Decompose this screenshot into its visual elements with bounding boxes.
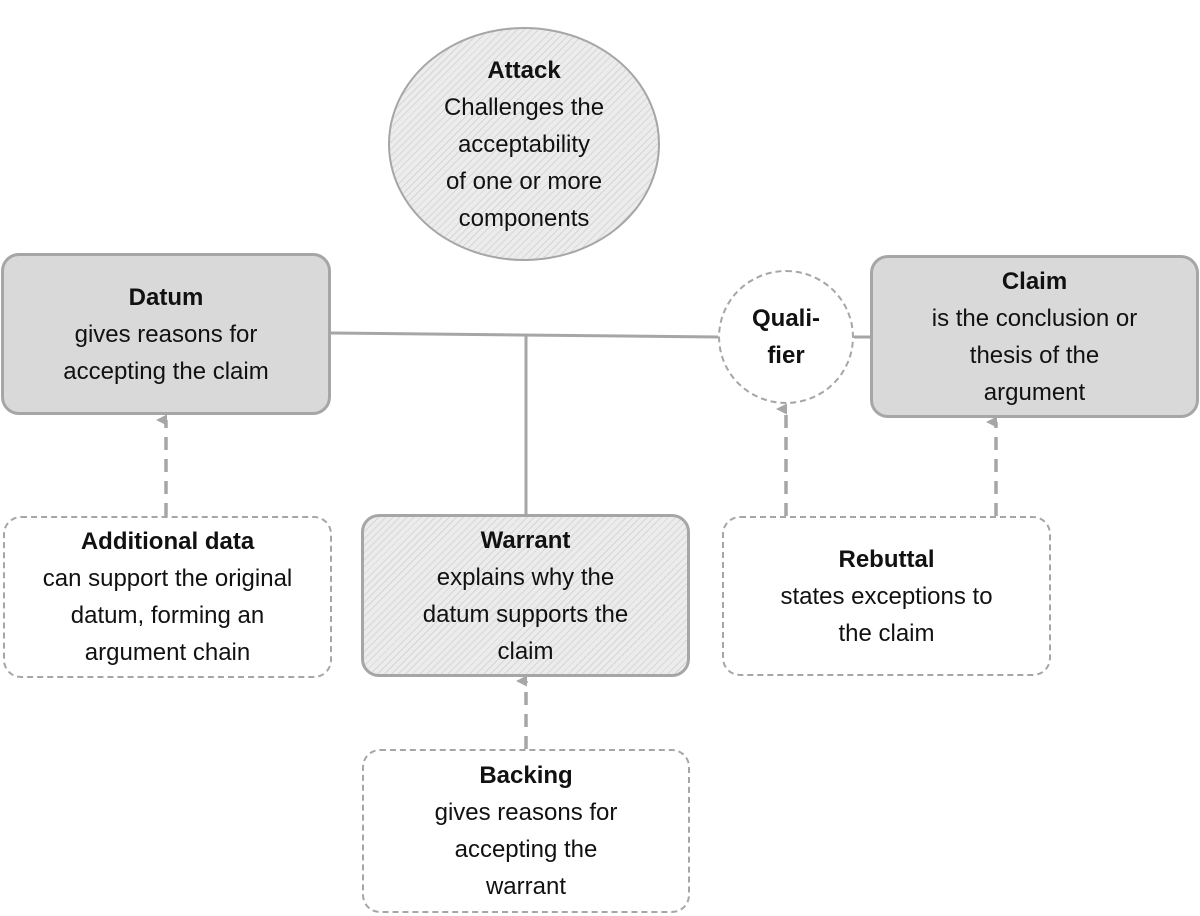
additional-data-description: can support the original datum, forming … bbox=[42, 565, 293, 666]
backing-node: Backing gives reasons for accepting the … bbox=[362, 749, 690, 913]
claim-node: Claim is the conclusion or thesis of the… bbox=[870, 255, 1199, 418]
rebuttal-description: states exceptions to the claim bbox=[780, 582, 993, 647]
attack-title: Attack bbox=[487, 56, 561, 84]
backing-title: Backing bbox=[479, 762, 573, 789]
additional-data-node: Additional data can support the original… bbox=[3, 516, 332, 678]
claim-description: is the conclusion or thesis of the argum… bbox=[931, 304, 1138, 406]
warrant-node: Warrant explains why the datum supports … bbox=[361, 514, 690, 677]
attack-description: Challenges the acceptability of one or m… bbox=[443, 93, 605, 232]
datum-description: gives reasons for accepting the claim bbox=[63, 320, 269, 385]
datum-node: Datum gives reasons for accepting the cl… bbox=[1, 253, 331, 415]
warrant-title: Warrant bbox=[480, 526, 571, 554]
warrant-description: explains why the datum supports the clai… bbox=[422, 563, 629, 665]
attack-node: Attack Challenges the acceptability of o… bbox=[388, 27, 660, 261]
additional-data-title: Additional data bbox=[80, 528, 255, 555]
rebuttal-node: Rebuttal states exceptions to the claim bbox=[722, 516, 1051, 676]
claim-title: Claim bbox=[1001, 267, 1068, 295]
backing-description: gives reasons for accepting the warrant bbox=[434, 799, 618, 900]
qualifier-title: Quali- fier bbox=[751, 305, 820, 369]
rebuttal-title: Rebuttal bbox=[838, 545, 935, 573]
datum-title: Datum bbox=[128, 283, 204, 311]
qualifier-node: Quali- fier bbox=[718, 270, 854, 404]
